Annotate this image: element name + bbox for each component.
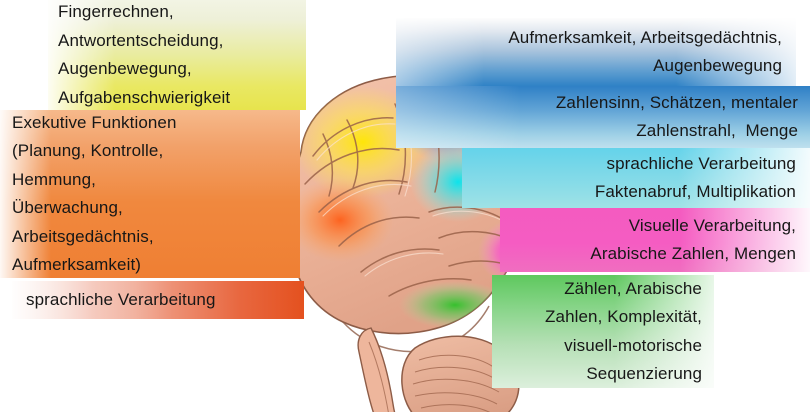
- label-band-sprachliche-verarbeitung-faktenabruf: sprachliche Verarbeitung Faktenabruf, Mu…: [462, 148, 810, 208]
- band-line: sprachliche Verarbeitung: [26, 289, 216, 309]
- band-line: Augenbewegung: [653, 56, 782, 75]
- band-line: Antwortentscheidung,: [58, 30, 224, 50]
- brain-stem: [357, 327, 396, 412]
- band-line: Fingerrechnen,: [58, 2, 174, 21]
- band-line: Exekutive Funktionen: [12, 112, 177, 132]
- label-band-sprachliche-verarbeitung-broca: sprachliche Verarbeitung: [12, 281, 304, 319]
- band-line: Augenbewegung,: [58, 59, 192, 78]
- label-band-fingerrechnen: Fingerrechnen, Antwortentscheidung, Auge…: [48, 0, 306, 110]
- band-line: Zahlen, Komplexität,: [545, 307, 702, 326]
- band-line: Arbeitsgedächtnis,: [12, 226, 154, 246]
- band-line: Hemmung,: [12, 169, 96, 189]
- band-line: Aufmerksamkeit, Arbeitsgedächtnis,: [508, 27, 782, 47]
- band-line: Zählen, Arabische: [564, 278, 702, 298]
- band-line: Zahlensinn, Schätzen, mentaler: [555, 92, 798, 112]
- label-band-aufmerksamkeit: Aufmerksamkeit, Arbeitsgedächtnis, Augen…: [396, 18, 796, 86]
- band-line: visuell-motorische: [564, 335, 702, 355]
- band-line: Überwachung,: [12, 198, 123, 217]
- band-line: Aufmerksamkeit): [12, 255, 142, 274]
- band-line: (Planung, Kontrolle,: [12, 141, 164, 160]
- band-line: Aufgabenschwierigkeit: [58, 87, 231, 107]
- band-line: Visuelle Verarbeitung,: [628, 215, 796, 235]
- band-line: Arabische Zahlen, Mengen: [590, 244, 796, 263]
- label-band-visuelle-verarbeitung: Visuelle Verarbeitung, Arabische Zahlen,…: [500, 208, 810, 272]
- label-band-exekutive-funktionen: Exekutive Funktionen (Planung, Kontrolle…: [0, 110, 300, 278]
- band-line: Zahlenstrahl, Menge: [636, 121, 798, 140]
- band-line: Sequenzierung: [586, 364, 702, 383]
- band-line: sprachliche Verarbeitung: [606, 153, 796, 173]
- label-band-zaehlen: Zählen, Arabische Zahlen, Komplexität, v…: [492, 275, 714, 388]
- label-band-zahlensinn: Zahlensinn, Schätzen, mentaler Zahlenstr…: [396, 86, 810, 148]
- band-line: Faktenabruf, Multiplikation: [594, 182, 796, 201]
